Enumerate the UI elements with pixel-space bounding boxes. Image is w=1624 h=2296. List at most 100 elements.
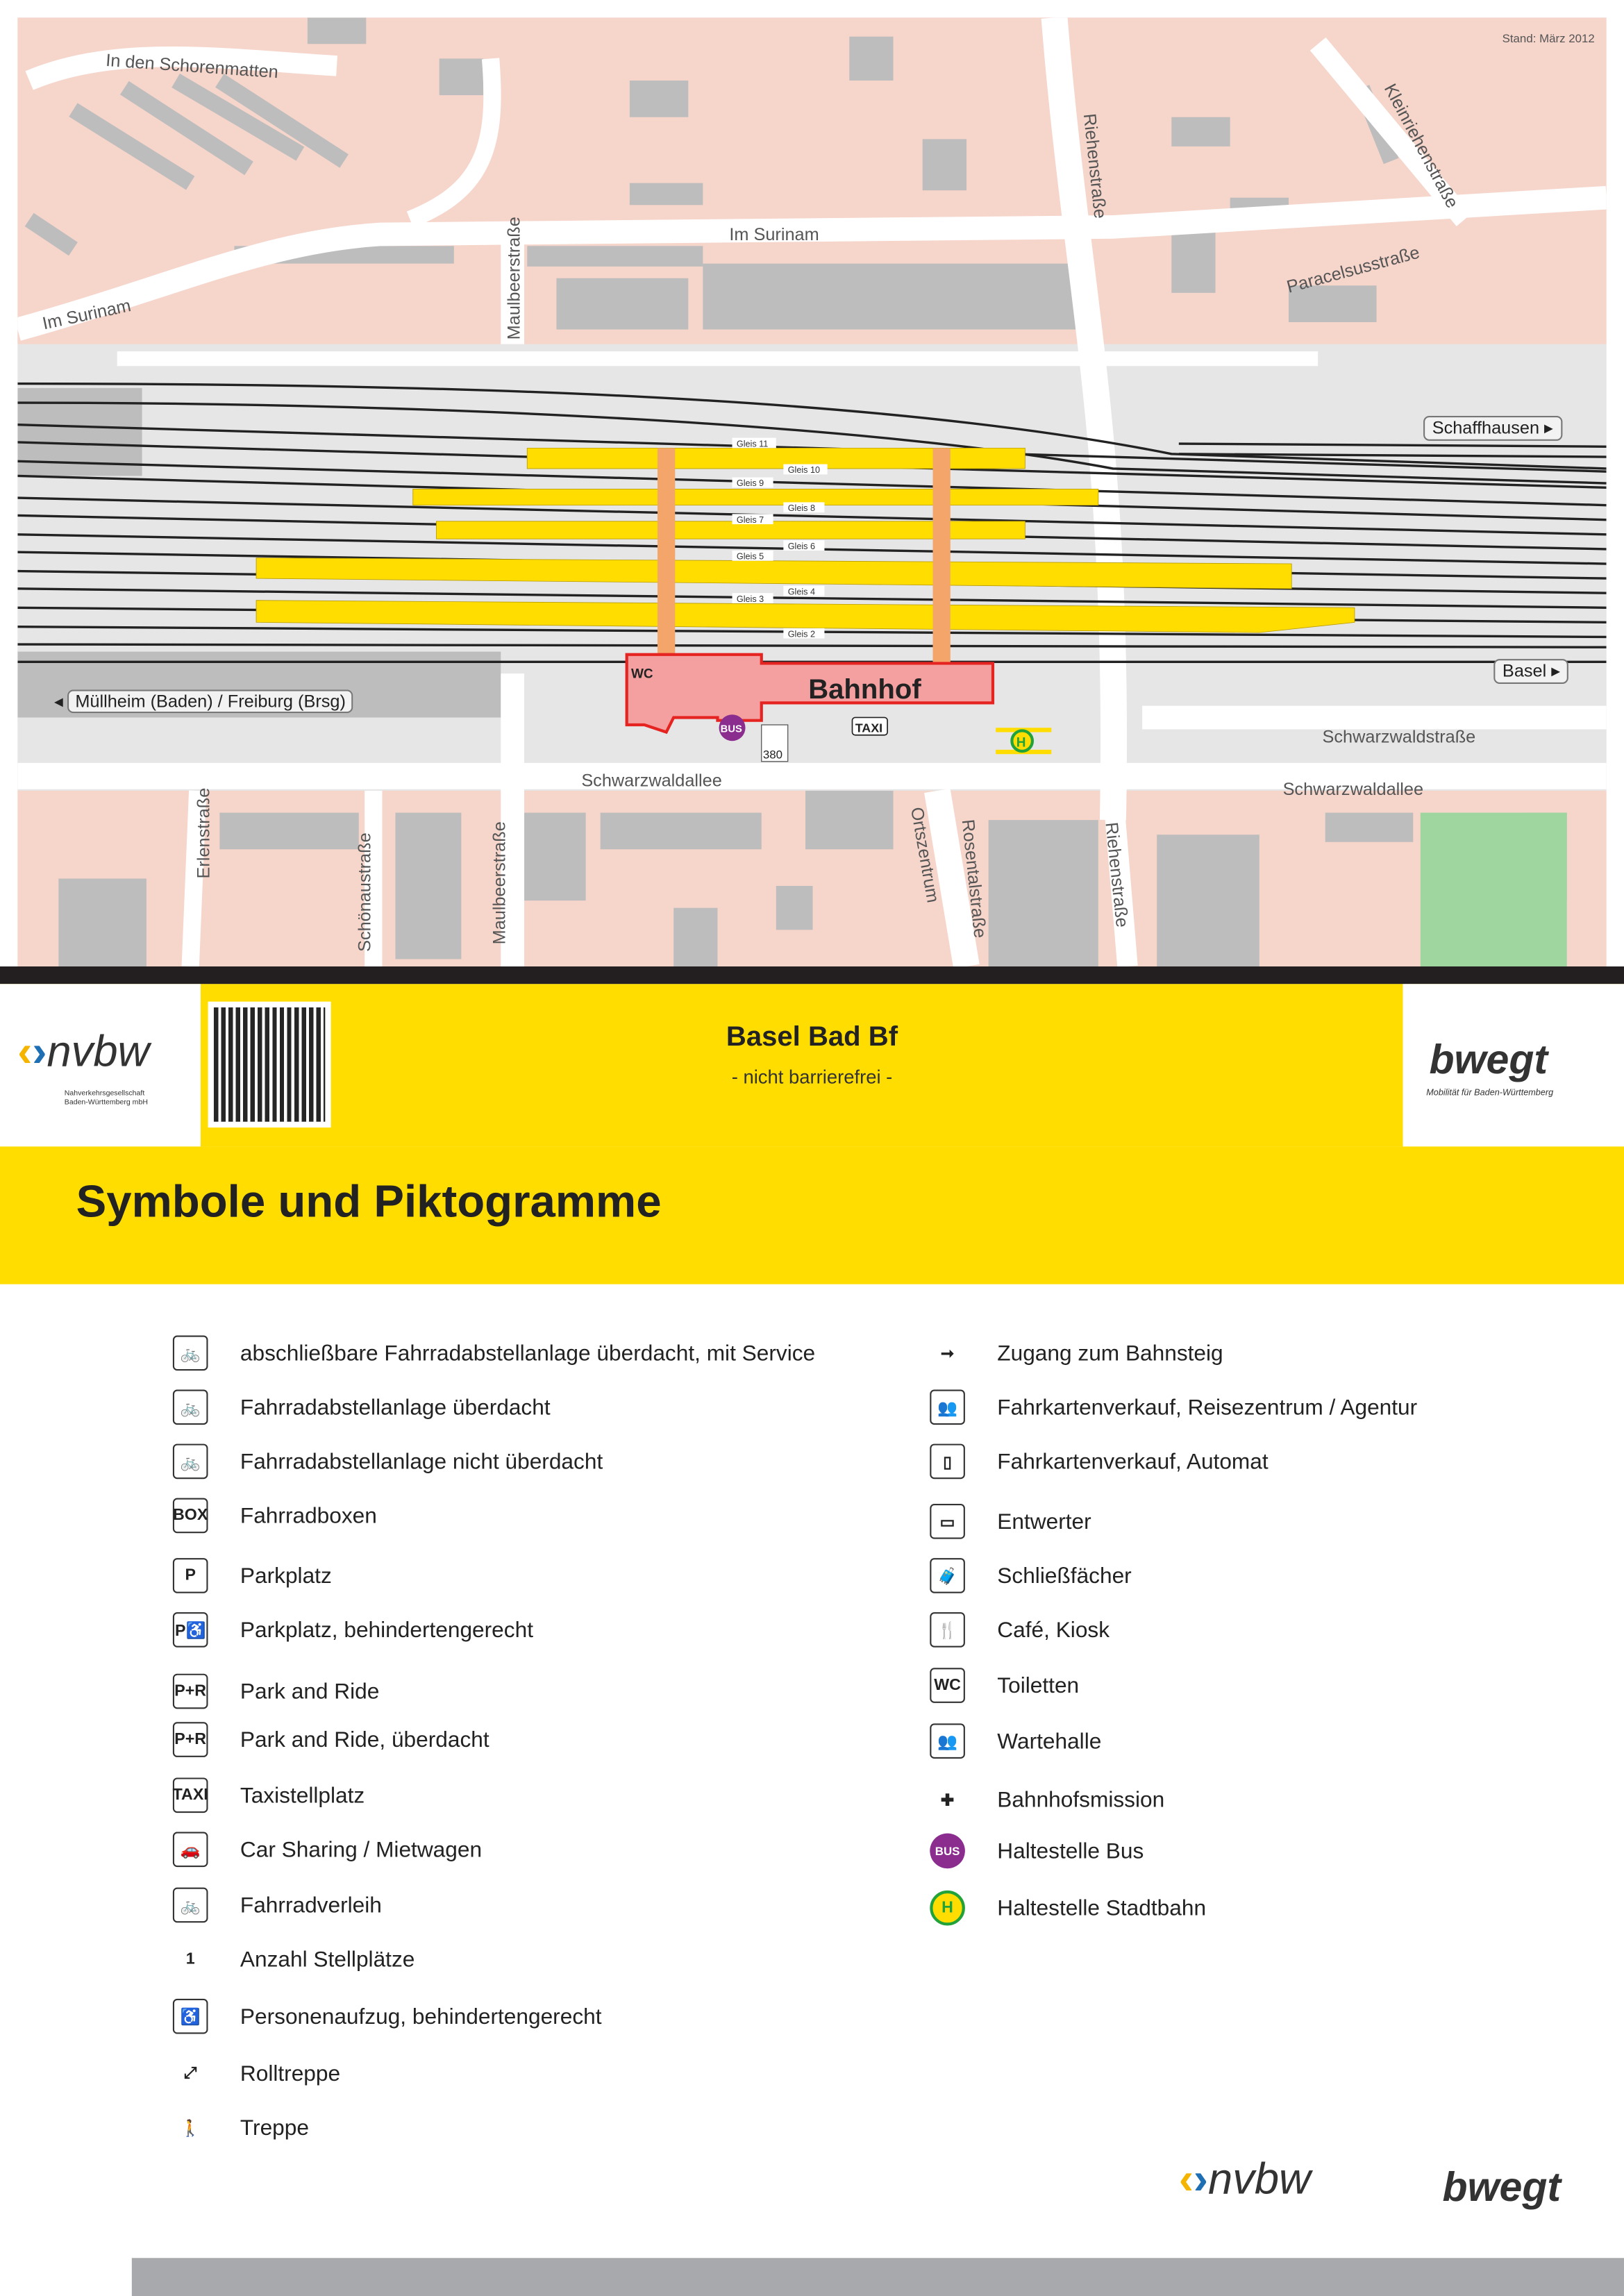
legend-label: Fahrkartenverkauf, Automat: [997, 1448, 1269, 1474]
wc-icon: WC: [631, 667, 653, 682]
legend-item: ♿ Personenaufzug, behindertengerecht: [172, 1998, 602, 2034]
station-map[interactable]: Gleis 11 Gleis 10 Gleis 9 Gleis 8 Gleis …: [17, 17, 1607, 967]
accessibility-note: - nicht barrierefrei -: [731, 1066, 893, 1089]
arrow-right-icon: ➞: [930, 1335, 965, 1371]
track-label: Gleis 6: [788, 542, 815, 551]
bike-count-label: 380: [763, 748, 782, 762]
legend-item: ⤢ Rolltreppe: [172, 2056, 341, 2091]
legend-item: 🚲 abschließbare Fahrradabstellanlage über…: [172, 1335, 816, 1371]
tram-label: H: [1016, 736, 1026, 751]
legend-label: Treppe: [240, 2115, 309, 2140]
map-graphic: Gleis 11 Gleis 10 Gleis 9 Gleis 8 Gleis …: [17, 17, 1607, 967]
svg-text:Maulbeerstraße: Maulbeerstraße: [490, 821, 510, 944]
svg-text:Schwarzwaldallee: Schwarzwaldallee: [1283, 780, 1423, 799]
legend-item: 🚲 Fahrradabstellanlage nicht überdacht: [172, 1443, 603, 1480]
bus-stop-icon: [719, 714, 746, 741]
track-label: Gleis 9: [737, 478, 764, 488]
track-label: Gleis 2: [788, 629, 815, 639]
footer-nvbw-logo: ‹›nvbw: [1178, 2155, 1311, 2204]
legend-label: Haltestelle Bus: [997, 1838, 1144, 1863]
legend-label: Fahrkartenverkauf, Reisezentrum / Agentu…: [997, 1394, 1418, 1420]
stairs-icon: 🚶: [172, 2110, 208, 2145]
direction-schaffhausen: Schaffhausen ▸: [1423, 415, 1562, 441]
svg-text:Im Surinam: Im Surinam: [729, 225, 819, 244]
legend-label: Parkplatz, behindertengerecht: [240, 1617, 534, 1643]
count-icon: 1: [172, 1941, 208, 1977]
roads: [17, 17, 1607, 967]
legend-label: Fahrradboxen: [240, 1502, 377, 1528]
platforms: [256, 447, 1355, 633]
escalator-icon: ⤢: [172, 2056, 208, 2091]
walkways: [657, 448, 951, 668]
cafe-icon: 🍴: [930, 1612, 965, 1648]
svg-text:Schwarzwaldallee: Schwarzwaldallee: [581, 771, 721, 791]
park-and-ride-icon: P+R: [172, 1673, 208, 1709]
legend-item: 🚲 Fahrradverleih: [172, 1887, 382, 1923]
qr-code[interactable]: [208, 1001, 331, 1128]
legend-item: ✚Bahnhofsmission: [930, 1782, 1164, 1818]
legend-label: Café, Kiosk: [997, 1617, 1110, 1643]
header-band: ‹›nvbw Nahverkehrsgesellschaft Baden-Wür…: [0, 984, 1624, 1147]
legend-item: P♿ Parkplatz, behindertengerecht: [172, 1612, 534, 1648]
legend-label: Personenaufzug, behindertengerecht: [240, 2004, 602, 2029]
bus-label: BUS: [721, 724, 742, 735]
taxi-icon: TAXI: [173, 1777, 208, 1813]
legend-title: Symbole und Piktogramme: [76, 1175, 662, 1227]
legend-item: 🚗Car Sharing / Mietwagen: [172, 1832, 482, 1868]
legend-label: Park and Ride, überdacht: [240, 1727, 489, 1752]
footer-bwegt-logo: bwegt: [1442, 2164, 1562, 2210]
legend-label: Fahrradabstellanlage nicht überdacht: [240, 1448, 603, 1474]
legend-item: TAXI Taxistellplatz: [173, 1777, 365, 1813]
svg-text:Maulbeerstraße: Maulbeerstraße: [505, 217, 524, 340]
legend-label: Entwerter: [997, 1509, 1091, 1534]
bike-box-icon: BOX: [172, 1498, 208, 1534]
nvbw-logo: ‹›nvbw Nahverkehrsgesellschaft Baden-Wür…: [0, 984, 201, 1147]
legend-label: Taxistellplatz: [240, 1782, 365, 1808]
bus-stop-icon: BUS: [930, 1833, 965, 1869]
track-label: Gleis 4: [788, 587, 815, 596]
buildings: [17, 17, 1567, 967]
bike-service-icon: 🚲: [172, 1335, 208, 1371]
track-label: Gleis 5: [737, 552, 764, 562]
track-label: Gleis 10: [788, 465, 820, 475]
validator-icon: ▭: [930, 1504, 965, 1539]
divider-bar: [0, 966, 1624, 984]
mission-icon: ✚: [930, 1782, 965, 1818]
legend-label: Anzahl Stellplätze: [240, 1947, 415, 1972]
stand-date: Stand: März 2012: [1502, 32, 1595, 46]
legend-item: 👥 Fahrkartenverkauf, Reisezentrum / Agent…: [930, 1389, 1418, 1425]
legend-item: 🚶 Treppe: [172, 2110, 309, 2145]
tram-stop-icon: H: [930, 1890, 965, 1926]
track-label: Gleis 7: [737, 515, 764, 525]
legend-label: Schließfächer: [997, 1563, 1132, 1589]
bike-icon: 🚲: [172, 1443, 208, 1480]
legend-item: ➞Zugang zum Bahnsteig: [930, 1335, 1223, 1371]
direction-muellheim: ◂ Müllheim (Baden) / Freiburg (Brsg): [47, 689, 360, 714]
station-title: Basel Bad Bf: [726, 1022, 898, 1053]
elevator-icon: ♿: [172, 1998, 208, 2034]
track-labels: Gleis 11 Gleis 10 Gleis 9 Gleis 8 Gleis …: [732, 437, 828, 639]
parking-accessible-icon: P♿: [172, 1612, 208, 1648]
legend-item: 👥Wartehalle: [930, 1723, 1101, 1759]
svg-text:Schwarzwaldstraße: Schwarzwaldstraße: [1323, 727, 1476, 746]
legend-label: Toiletten: [997, 1673, 1080, 1698]
track-label: Gleis 8: [788, 503, 815, 513]
legend-item: 🍴 Café, Kiosk: [930, 1612, 1110, 1648]
bike-covered-icon: 🚲: [172, 1389, 208, 1425]
ticket-office-icon: 👥: [930, 1389, 965, 1425]
svg-text:Schönaustraße: Schönaustraße: [355, 832, 375, 952]
legend-label: abschließbare Fahrradabstellanlage überd…: [240, 1340, 816, 1366]
tram-stop-icon: [1010, 729, 1035, 753]
locker-icon: 🧳: [930, 1558, 965, 1593]
legend-label: Fahrradverleih: [240, 1893, 382, 1918]
bike-rental-icon: 🚲: [172, 1887, 208, 1923]
ticket-machine-icon: ▯: [930, 1443, 965, 1480]
legend-item: BOX Fahrradboxen: [172, 1498, 377, 1534]
direction-basel: Basel ▸: [1493, 659, 1569, 684]
legend-label: Rolltreppe: [240, 2061, 341, 2086]
